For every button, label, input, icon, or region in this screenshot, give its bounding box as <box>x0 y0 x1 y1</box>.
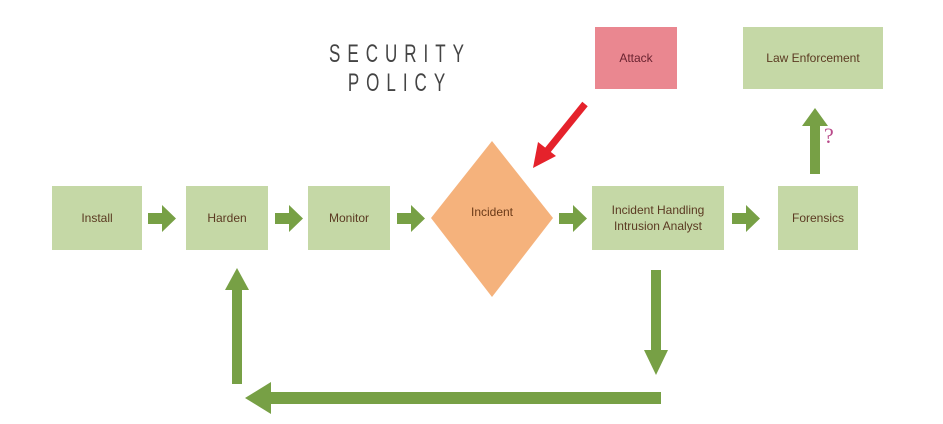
law-enforcement-node: Law Enforcement <box>743 27 883 89</box>
install-node: Install <box>52 186 142 250</box>
arrow-incident-handling <box>559 205 587 232</box>
incident-handling-node: Incident Handling Intrusion Analyst <box>592 186 724 250</box>
install-label: Install <box>81 211 113 225</box>
arrow-monitor-incident <box>397 205 425 232</box>
arrow-harden-monitor <box>275 205 303 232</box>
monitor-node: Monitor <box>308 186 390 250</box>
forensics-label: Forensics <box>791 211 844 225</box>
incident-handling-label: Incident Handling Intrusion Analyst <box>611 203 705 233</box>
law-enforcement-label: Law Enforcement <box>766 51 860 65</box>
arrow-handling-forensics <box>732 205 760 232</box>
arrow-attack-incident <box>533 101 588 168</box>
question-mark: ? <box>824 123 834 148</box>
attack-node: Attack <box>595 27 677 89</box>
harden-label: Harden <box>207 211 247 225</box>
attack-label: Attack <box>619 51 653 65</box>
harden-node: Harden <box>186 186 268 250</box>
incident-label: Incident <box>470 205 514 219</box>
arrow-forensics-law <box>802 108 828 174</box>
arrow-feedback-loop <box>225 268 668 414</box>
forensics-node: Forensics <box>778 186 858 250</box>
arrow-install-harden <box>148 205 176 232</box>
incident-diamond <box>431 141 553 297</box>
monitor-label: Monitor <box>328 211 369 225</box>
diagram-title: SECURITY POLICY <box>329 40 471 97</box>
